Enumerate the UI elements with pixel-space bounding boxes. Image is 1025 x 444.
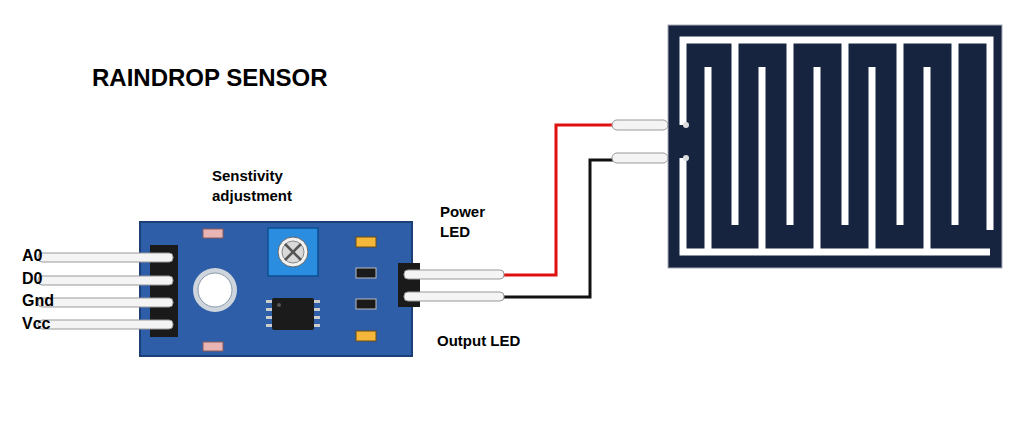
pin-label: A0 [22,246,42,267]
red-wire [500,125,615,275]
plate-pins [612,120,668,163]
pin-label: D0 [22,269,42,290]
pin-label: Vcc [22,314,50,335]
led-label: Power LED [440,202,510,241]
diagram-title: RAINDROP SENSOR [92,62,328,93]
black-wire [500,160,615,297]
pin-label: Gnd [22,291,54,312]
led-label: Output LED [437,331,567,351]
rain-plate [668,25,1002,268]
sensor-module [38,222,504,356]
pot-label: Senstivity adjustment [212,166,332,205]
